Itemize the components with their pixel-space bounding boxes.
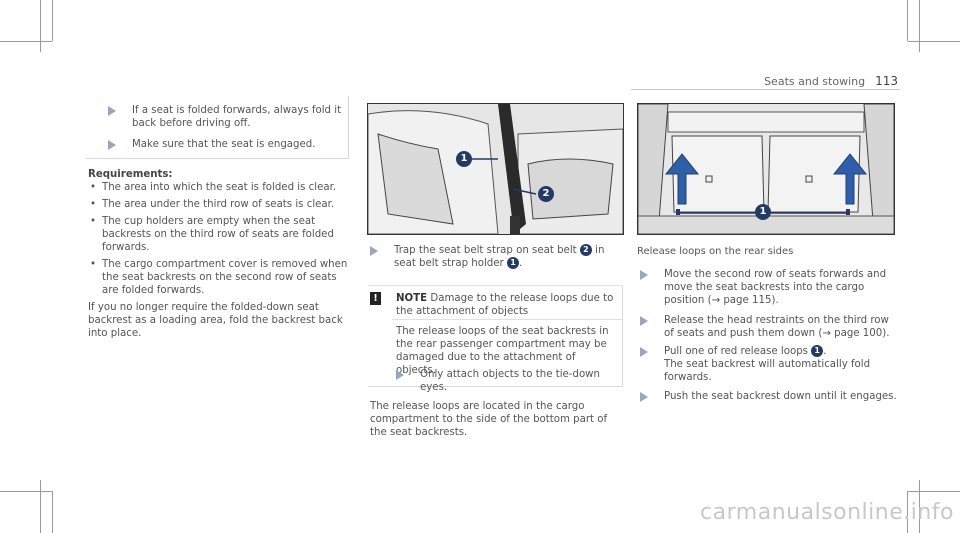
- step-arrow-icon: [370, 246, 378, 256]
- requirements-label: Requirements:: [88, 169, 173, 180]
- figure-callout-1: 1: [755, 204, 771, 220]
- page-number: 113: [875, 74, 898, 88]
- figure-caption: Release loops on the rear sides: [637, 246, 794, 257]
- callout-1: 1: [811, 345, 824, 357]
- note-body: The release loops of the seat backrests …: [396, 326, 609, 376]
- crop-mark: [0, 491, 52, 492]
- crop-mark: [40, 0, 41, 52]
- running-header: Seats and stowing 113: [764, 74, 898, 88]
- step-text: Move the second row of seats forwards an…: [664, 269, 887, 306]
- list-item: The area into which the seat is folded i…: [90, 181, 350, 194]
- requirements-list: The area into which the seat is folded i…: [88, 181, 350, 297]
- seat-belt-illustration: [368, 104, 623, 234]
- crop-mark: [919, 480, 920, 533]
- crop-mark: [52, 0, 53, 41]
- list-item: The area under the third row of seats is…: [90, 198, 350, 211]
- note-action-text: Only attach objects to the tie-down eyes…: [420, 369, 600, 393]
- crop-mark: [907, 491, 908, 533]
- watermark: carmanualsonline.info: [700, 500, 954, 525]
- step-text: Trap the seat belt strap on seat belt 2 …: [394, 244, 605, 269]
- callout-2: 2: [579, 244, 592, 256]
- crop-mark: [52, 491, 53, 533]
- note-header: NOTE Damage to the release loops due to …: [396, 292, 616, 318]
- tip-text: If a seat is folded forwards, always fol…: [132, 105, 342, 129]
- list-item: The cargo compartment cover is removed w…: [90, 258, 350, 297]
- step-arrow-icon: [108, 106, 116, 116]
- step-arrow-icon: [108, 140, 116, 150]
- crop-mark: [40, 480, 41, 533]
- crop-mark: [0, 41, 52, 42]
- tip-box: [86, 96, 349, 159]
- requirements-block: Requirements: The area into which the se…: [88, 168, 350, 340]
- figure-callout-1: 1: [456, 151, 472, 167]
- seat-belt-figure: 1 2: [367, 103, 624, 235]
- crop-mark: [919, 0, 920, 52]
- note-title: NOTE: [396, 293, 428, 304]
- step-arrow-icon: [640, 316, 648, 326]
- crop-mark: [907, 0, 908, 41]
- note-box: [368, 285, 623, 387]
- section-title: Seats and stowing: [764, 75, 866, 88]
- warning-icon: !: [370, 292, 381, 305]
- step-text: Push the seat backrest down until it eng…: [664, 391, 897, 402]
- cargo-seats-figure: 1: [637, 103, 895, 235]
- step-text: Pull one of red release loops 1. The sea…: [664, 345, 871, 383]
- header-rule: [631, 89, 900, 90]
- crop-mark: [908, 41, 960, 42]
- crop-mark: [908, 491, 960, 492]
- step-text: Release the head restraints on the third…: [664, 315, 890, 339]
- closing-paragraph: If you no longer require the folded-down…: [88, 302, 343, 339]
- note-heading: Damage to the release loops due to the a…: [396, 293, 614, 317]
- step-arrow-icon: [640, 392, 648, 402]
- step-arrow-icon: [396, 370, 404, 380]
- step-arrow-icon: [640, 347, 648, 357]
- list-item: The cup holders are empty when the seat …: [90, 215, 350, 254]
- tip-text: Make sure that the seat is engaged.: [132, 139, 316, 150]
- callout-1: 1: [506, 257, 519, 269]
- note-divider: [392, 319, 622, 320]
- release-loops-paragraph: The release loops are located in the car…: [370, 401, 608, 438]
- step-arrow-icon: [640, 270, 648, 280]
- figure-callout-2: 2: [538, 186, 554, 202]
